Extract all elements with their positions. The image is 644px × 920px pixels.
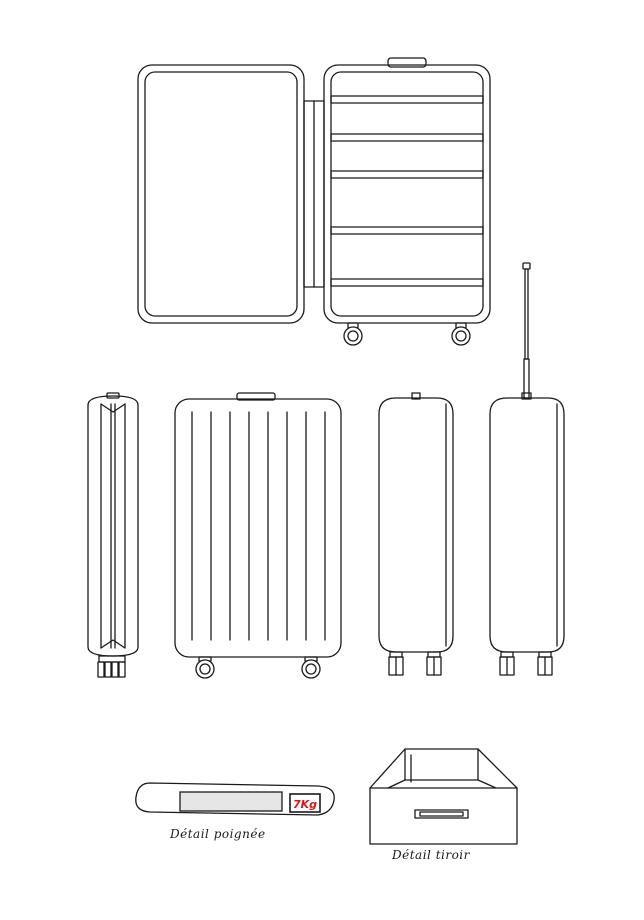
wheel-block (97, 655, 126, 678)
scale-readout-frame (289, 793, 321, 813)
wheel (388, 651, 404, 676)
side-view-zipper (87, 392, 139, 678)
wheel (499, 651, 515, 676)
left-shell (137, 64, 305, 324)
scale-readout: 7Kg (293, 798, 317, 811)
front-ribs (191, 411, 326, 641)
wheel (537, 651, 553, 676)
handle-detail-label: Détail poignée (170, 827, 266, 841)
wheel (301, 656, 321, 679)
shelf (330, 170, 484, 179)
hinge-spine (303, 100, 325, 288)
telescopic-handle (521, 262, 532, 400)
drawer-detail-label: Détail tiroir (392, 848, 470, 862)
wheel (343, 322, 363, 346)
drawer-detail (369, 748, 518, 845)
shelf (330, 226, 484, 235)
wheel (451, 322, 471, 346)
wheel (426, 651, 442, 676)
open-suitcase-view (137, 57, 491, 346)
shelf (330, 278, 484, 287)
scale-display (179, 791, 283, 812)
handle-detail: 7Kg (135, 782, 335, 816)
wheel (195, 656, 215, 679)
shelf (330, 133, 484, 142)
side-view-handle-extended (489, 262, 565, 676)
side-view-handle-retracted (378, 392, 454, 676)
front-view (174, 392, 342, 679)
drawer-pull (414, 809, 469, 819)
right-shell (323, 57, 491, 346)
shelf (330, 95, 484, 104)
